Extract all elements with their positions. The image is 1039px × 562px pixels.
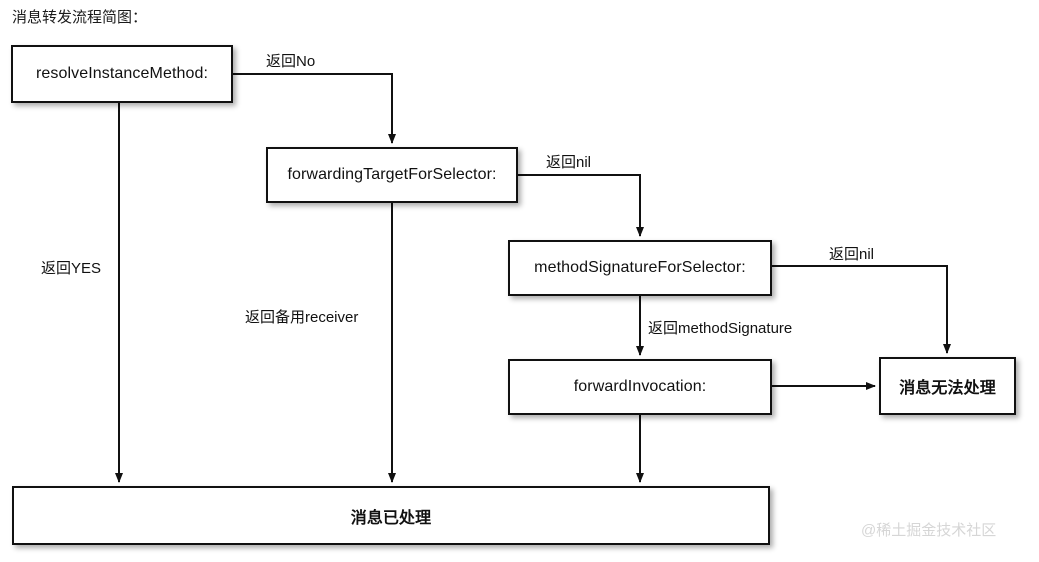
edge-label-return-method-signature: 返回methodSignature [648,320,793,337]
node-method-signature-for-selector[interactable]: methodSignatureForSelector: [508,240,772,296]
edge-label-return-yes: 返回YES [41,260,102,277]
watermark: @稀土掘金技术社区 [861,522,997,539]
node-resolve-instance-method[interactable]: resolveInstanceMethod: [11,45,233,103]
edge-label-return-no: 返回No [266,53,316,70]
node-label: resolveInstanceMethod: [35,65,209,82]
page-title: 消息转发流程简图： [12,9,148,26]
edge-label-return-nil-2: 返回nil [829,246,875,263]
node-label: 消息无法处理 [899,380,996,397]
edge-resolve-to-forwardingtarget [233,73,396,144]
edge-label-return-backup-receiver: 返回备用receiver [245,309,359,326]
node-message-handled[interactable]: 消息已处理 [12,486,770,545]
edge-methodsignature-to-unhandled [772,265,951,354]
node-label: 消息已处理 [350,509,432,527]
edge-label-return-nil-1: 返回nil [546,154,592,171]
node-label: forwardingTargetForSelector: [287,166,497,183]
node-label: methodSignatureForSelector: [534,259,746,276]
node-label: forwardInvocation: [573,378,707,395]
node-forwarding-target-for-selector[interactable]: forwardingTargetForSelector: [266,147,518,203]
edge-forwardingtarget-to-methodsignature [518,174,644,237]
node-message-unhandled[interactable]: 消息无法处理 [879,357,1016,415]
node-forward-invocation[interactable]: forwardInvocation: [508,359,772,415]
